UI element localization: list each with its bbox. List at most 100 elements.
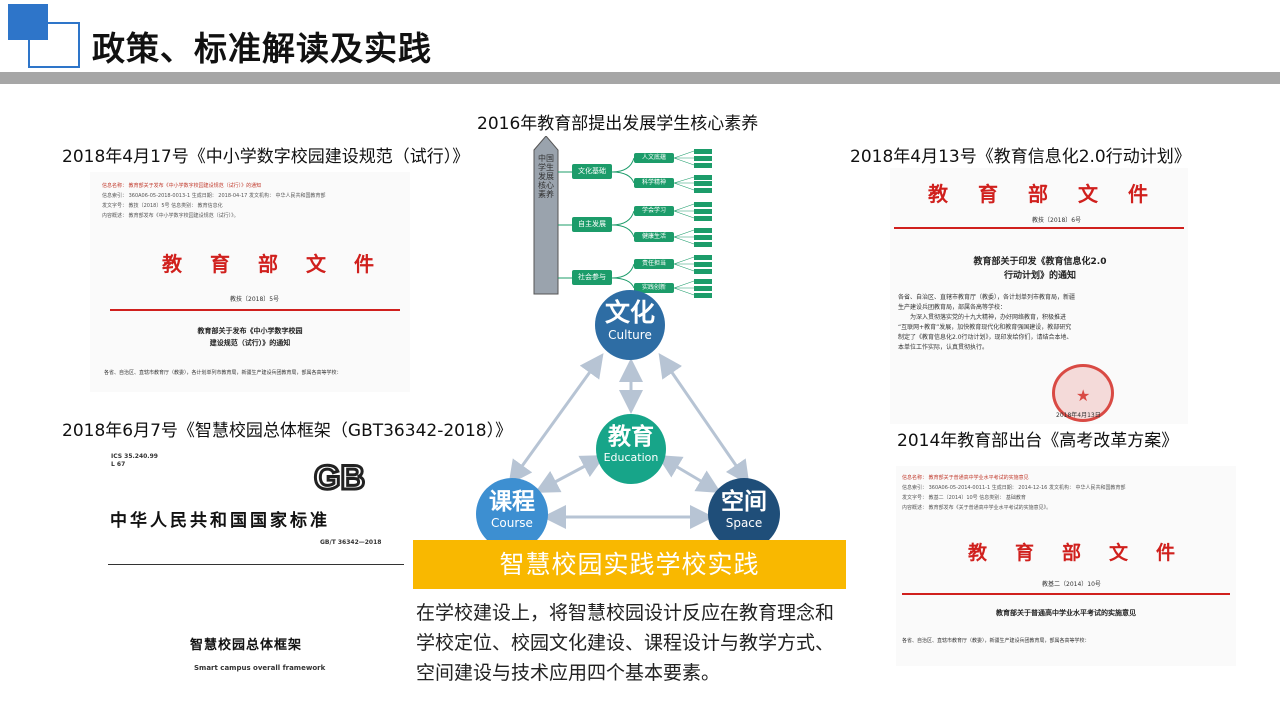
space-circle: 空间 Space [708, 478, 780, 550]
culture-circle: 文化 Culture [595, 290, 665, 360]
mindmap-leaf [694, 209, 712, 214]
doc3-red-rule [894, 227, 1184, 229]
culture-circle-bg [595, 290, 665, 360]
course-label-en: Course [491, 516, 533, 530]
doc2-thumbnail: ICS 35.240.99 L 67 GB 中华人民共和国国家标准 GB/T 3… [108, 450, 404, 690]
doc4-meta-line: 内容概述： 教育部发布《关于普通高中学业水平考试的实施意见》。 [902, 505, 1052, 511]
education-circle-bg [596, 414, 666, 484]
mindmap-leaf [694, 279, 712, 284]
mindmap-leaf [694, 181, 712, 186]
mindmap-connectors [533, 136, 695, 296]
core-literacy-mindmap: 中国学生发展核心素养 文化基础 自主发展 社会参与 人文底蕴 科学精神 学会学习… [530, 136, 730, 300]
official-seal-icon: ★ [1052, 364, 1114, 422]
diagram-arrows [508, 353, 750, 529]
description-text: 在学校建设上，将智慧校园设计反应在教育理念和学校定位、校园文化建设、课程设计与教… [416, 602, 835, 684]
doc3-body: 为深入贯彻落实党的十九大精神，办好网络教育，积极推进 [910, 314, 1067, 321]
space-label: 空间 [721, 489, 767, 515]
doc1-notice-line1: 教育部关于发布《中小学数字校园 [197, 327, 303, 335]
mindmap-leaf [694, 255, 712, 260]
title-decoration-outline [28, 22, 80, 68]
doc1-red-header: 教育部文件 [162, 252, 402, 276]
culture-label-en: Culture [608, 328, 652, 342]
title-underline-bar [0, 72, 1280, 84]
space-circle-bg [708, 478, 780, 550]
space-label-en: Space [725, 516, 763, 530]
doc4-notice: 教育部关于普通高中学业水平考试的实施意见 [996, 609, 1136, 617]
caption-core-literacy: 2016年教育部提出发展学生核心素养 [477, 114, 759, 134]
mindmap-leaf [694, 293, 712, 298]
doc1-meta-line: 发文字号： 教技〔2018〕5号 信息类别： 教育信息化 [102, 203, 223, 209]
doc4-meta-line: 信息名称： 教育部关于普通高中学业水平考试的实施意见 [902, 475, 1029, 481]
caption-doc4: 2014年教育部出台《高考改革方案》 [897, 431, 1179, 451]
doc2-name-cn: 智慧校园总体框架 [190, 638, 303, 653]
mindmap-leaf [694, 242, 712, 247]
mindmap-leaf [694, 269, 712, 274]
gb-logo: GB [312, 458, 380, 499]
mindmap-leaf [694, 149, 712, 154]
culture-label: 文化 [604, 298, 655, 327]
mindmap-leaf [694, 262, 712, 267]
education-label: 教育 [608, 424, 654, 450]
mindmap-branch: 社会参与 [572, 270, 612, 285]
mindmap-leaf [694, 216, 712, 221]
mindmap-leaf [694, 175, 712, 180]
mindmap-branch: 文化基础 [572, 164, 612, 179]
mindmap-sub: 健康生活 [634, 232, 674, 242]
doc3-thumbnail: 教育部文件 教技〔2018〕6号 教育部关于印发《教育信息化2.0 行动计划》的… [890, 168, 1188, 424]
doc3-body: 本单位工作实际，认真贯彻执行。 [898, 344, 989, 351]
doc3-notice-line2: 行动计划》的通知 [1003, 271, 1076, 281]
mindmap-leaf [694, 228, 712, 233]
mindmap-pencil-text: 中国学生发展核心素养 [538, 154, 554, 199]
course-circle-bg [476, 478, 548, 550]
doc4-red-rule [902, 593, 1230, 595]
doc3-body: 生产建设兵团教育局，部属各高等学校： [898, 304, 1007, 311]
mindmap-leaf [694, 163, 712, 168]
doc1-meta-line: 信息名称： 教育部关于发布《中小学数字校园建设规范（试行）》的通知 [102, 183, 262, 189]
doc4-thumbnail: 信息名称： 教育部关于普通高中学业水平考试的实施意见 信息索引： 360A06-… [896, 466, 1236, 666]
mindmap-leaf [694, 188, 712, 193]
doc3-body: 各省、自治区、直辖市教育厅（教委），各计划单列市教育局，新疆 [898, 294, 1076, 301]
doc2-standard-title: 中华人民共和国国家标准 [110, 511, 330, 531]
course-label: 课程 [489, 489, 535, 515]
mindmap-sub: 责任担当 [634, 259, 674, 269]
doc1-notice-line2: 建设规范（试行）》的通知 [209, 339, 291, 347]
svg-text:GB: GB [314, 459, 365, 494]
education-label-en: Education [603, 451, 659, 464]
doc2-std-no: GB/T 36342—2018 [320, 539, 382, 546]
doc3-notice-line1: 教育部关于印发《教育信息化2.0 [973, 257, 1107, 267]
doc2-ics: ICS 35.240.99 [111, 453, 158, 460]
doc3-body: 制定了《教育信息化2.0行动计划》，现印发给你们，请结合本地、 [898, 334, 1073, 341]
doc4-meta-line: 发文字号： 教基二〔2014〕10号 信息类别： 基础教育 [902, 495, 1026, 501]
doc1-recipients: 各省、自治区、直辖市教育厅（教委），各计划单列市教育局，新疆生产建设兵团教育局，… [104, 370, 342, 376]
doc3-date: 2018年4月13日 [1056, 412, 1101, 419]
mindmap-sub: 科学精神 [634, 178, 674, 188]
doc1-meta-line: 信息索引： 360A06-05-2018-0013-1 生成日期： 2018-0… [102, 193, 326, 199]
caption-doc2: 2018年6月7号《智慧校园总体框架（GBT36342-2018）》 [62, 421, 513, 441]
doc3-body: “互联网+教育”发展，加快教育现代化和教育强国建设，教部研究 [898, 324, 1072, 331]
doc1-red-rule [110, 309, 400, 311]
doc3-doc-number: 教技〔2018〕6号 [1032, 217, 1082, 224]
doc4-doc-number: 教基二（2014）10号 [1042, 581, 1101, 588]
smart-campus-banner: 智慧校园实践学校实践 [413, 540, 846, 589]
caption-doc1: 2018年4月17号《中小学数字校园建设规范（试行）》 [62, 147, 470, 167]
course-circle: 课程 Course [476, 478, 548, 550]
mindmap-sub: 实践创新 [634, 283, 674, 293]
mindmap-leaf [694, 156, 712, 161]
mindmap-sub: 学会学习 [634, 206, 674, 216]
mindmap-leaf [694, 235, 712, 240]
doc1-meta-line: 内容概述： 教育部发布《中小学数字校园建设规范（试行）》。 [102, 213, 239, 219]
doc1-thumbnail: 信息名称： 教育部关于发布《中小学数字校园建设规范（试行）》的通知 信息索引： … [90, 172, 410, 392]
mindmap-sub: 人文底蕴 [634, 153, 674, 163]
doc2-l: L 67 [111, 461, 126, 468]
mindmap-leaf [694, 286, 712, 291]
doc4-meta-line: 信息索引： 360A06-05-2014-0011-1 生成日期： 2014-1… [902, 485, 1126, 491]
caption-doc3: 2018年4月13号《教育信息化2.0行动计划》 [850, 147, 1191, 167]
doc4-recipients: 各省、自治区、直辖市教育厅（教委），新疆生产建设兵团教育局，部属各高等学校： [902, 638, 1090, 644]
mindmap-leaf [694, 202, 712, 207]
education-circle: 教育 Education [596, 414, 666, 484]
mindmap-branch: 自主发展 [572, 217, 612, 232]
doc2-rule [108, 564, 404, 565]
doc2-name-en: Smart campus overall framework [194, 664, 326, 672]
doc4-red-header: 教育部文件 [968, 542, 1204, 564]
doc1-doc-number: 教技〔2018〕5号 [230, 296, 280, 303]
